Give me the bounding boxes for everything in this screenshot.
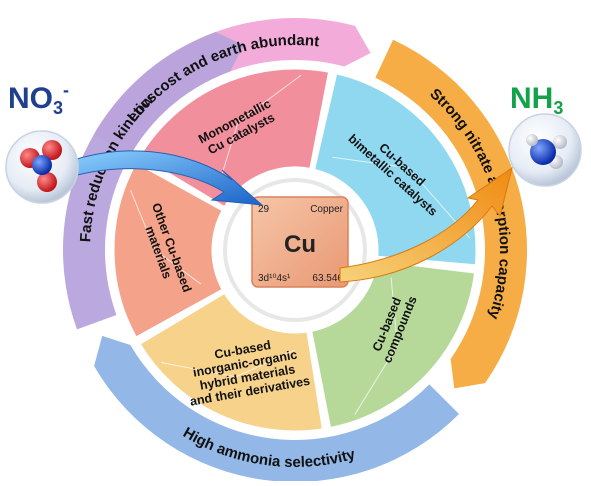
nitrogen-atom-icon [32, 155, 52, 175]
element-name: Copper [310, 204, 343, 215]
nitrogen-atom-icon [530, 139, 556, 165]
outer-ring-arrow [62, 31, 244, 330]
product-formula-main: NH [510, 82, 553, 115]
hydrogen-atom-icon [553, 135, 567, 149]
electron-config: 3d¹⁰4s¹ [258, 273, 291, 284]
product-formula: NH3 [510, 82, 563, 118]
lightning-streak [130, 189, 202, 285]
oxygen-atom-icon [42, 140, 62, 160]
orange-output-arrow [339, 166, 513, 283]
outer-ring [62, 18, 527, 482]
inner-ring-segment [136, 290, 326, 434]
blue-input-arrow [59, 150, 264, 206]
atomic-mass: 63.546 [312, 273, 343, 284]
hydrogen-atom-icon [526, 134, 538, 146]
lightning-streak [332, 156, 470, 239]
outer-ring-arrow [94, 18, 371, 155]
outer-ring-arrow [375, 39, 527, 389]
inner-ring-segment [311, 70, 479, 268]
ammonia-molecule [508, 113, 582, 187]
product-formula-sub: 3 [553, 98, 563, 118]
element-symbol: Cu [284, 231, 316, 258]
lightning-streak [160, 349, 296, 378]
copper-element-tile: 29 Copper Cu 3d¹⁰4s¹ 63.546 [251, 196, 349, 288]
reactant-formula-sup: - [63, 80, 69, 100]
inner-ring-segment [308, 258, 478, 431]
lightning-streak [354, 277, 398, 415]
reactant-formula-main: NO [8, 82, 53, 115]
reactant-formula: NO3- [8, 80, 69, 118]
outer-ring-arrow [94, 335, 460, 482]
center-ring-inner [223, 178, 367, 322]
reactant-formula-sub: 3 [53, 98, 63, 118]
oxygen-atom-icon [37, 172, 57, 192]
lightning-streak [217, 74, 302, 186]
atomic-number: 29 [258, 204, 270, 215]
inner-ring-segment [111, 159, 226, 341]
inner-ring: MonometallicCu catalystsCu-basedbimetall… [111, 66, 479, 434]
nitrate-molecule [5, 130, 79, 204]
